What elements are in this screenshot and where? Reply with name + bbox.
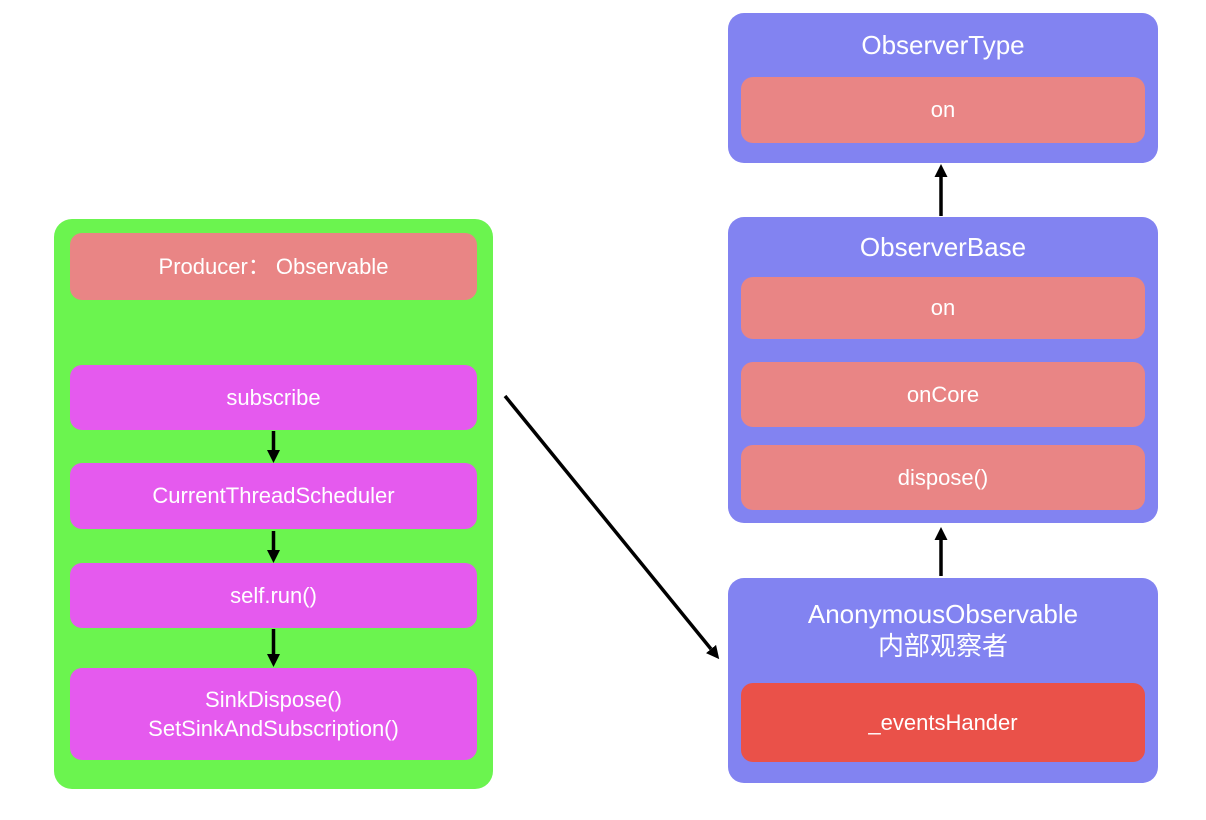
- step-sink-dispose: SinkDispose() SetSinkAndSubscription(): [70, 668, 477, 760]
- observer-base-member-oncore: onCore: [741, 362, 1145, 427]
- step-subscribe: subscribe: [70, 365, 477, 430]
- anonymous-observable-box: AnonymousObservable 内部观察者 _eventsHander: [728, 578, 1158, 783]
- observer-type-box: ObserverType on: [728, 13, 1158, 163]
- step-current-thread-scheduler: CurrentThreadScheduler: [70, 463, 477, 529]
- observer-type-member-on: on: [741, 77, 1145, 143]
- observer-base-member-dispose: dispose(): [741, 445, 1145, 510]
- observer-base-title: ObserverBase: [859, 231, 1027, 262]
- observer-base-box: ObserverBase on onCore dispose(): [728, 217, 1158, 523]
- anonymous-observable-title: AnonymousObservable 内部观察者: [807, 598, 1079, 662]
- arrow-subscribe-to-anonymous: [503, 394, 720, 660]
- anonymous-member-events-hander: _eventsHander: [741, 683, 1145, 762]
- producer-panel: Producer： Observable subscribe CurrentTh…: [54, 219, 493, 789]
- step-self-run: self.run(): [70, 563, 477, 628]
- observer-type-title: ObserverType: [861, 29, 1025, 60]
- producer-header: Producer： Observable: [70, 233, 477, 300]
- observer-base-member-on: on: [741, 277, 1145, 339]
